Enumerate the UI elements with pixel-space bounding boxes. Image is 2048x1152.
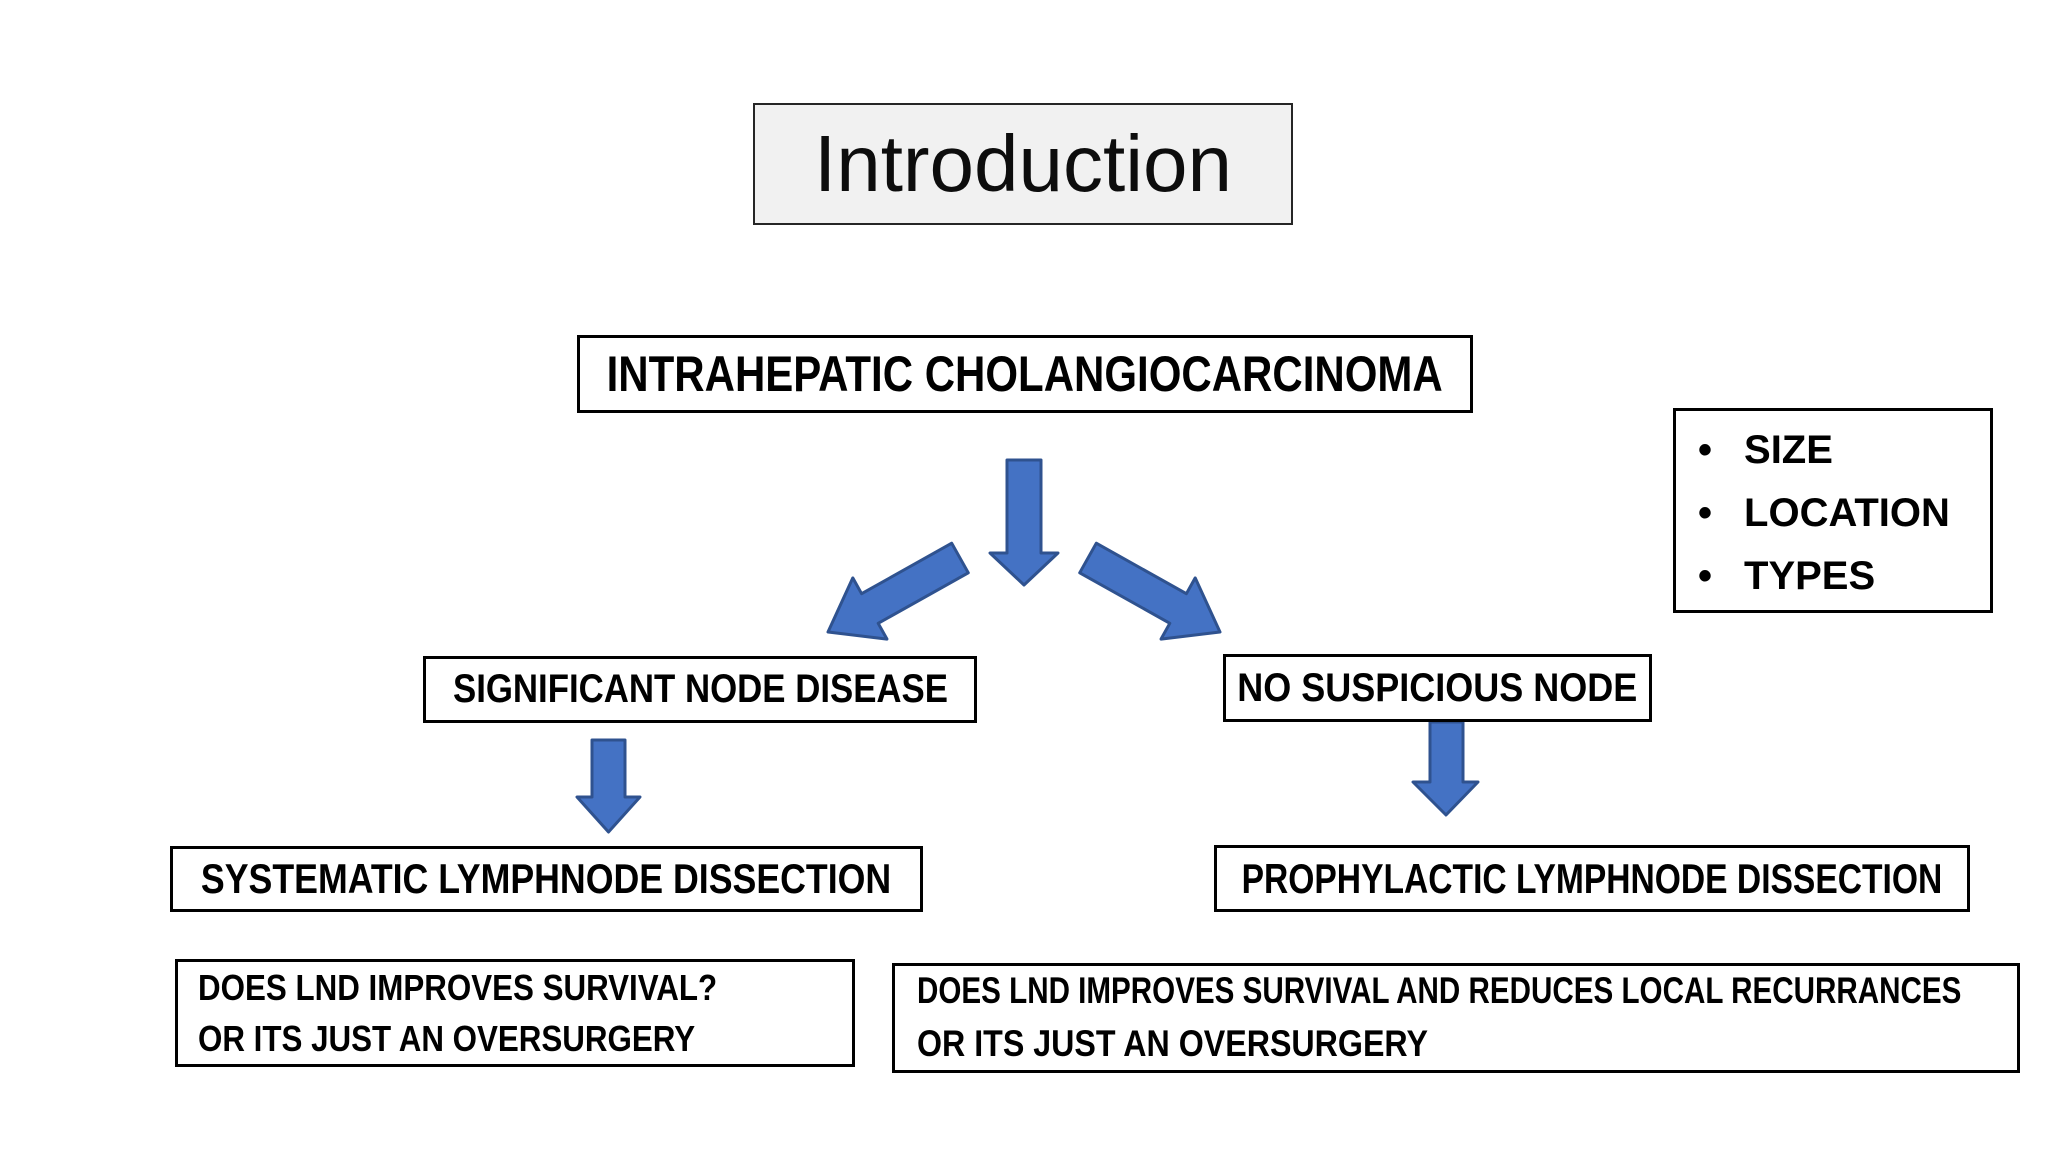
node-label: SYSTEMATIC LYMPHNODE DISSECTION xyxy=(201,855,892,902)
arrow-down-center-icon xyxy=(988,458,1060,587)
arrow-down-right-icon xyxy=(1078,541,1222,641)
node-label: SIGNIFICANT NODE DISEASE xyxy=(452,667,948,711)
factor-label: LOCATION xyxy=(1744,491,1950,535)
node-label: PROPHYLACTIC LYMPHNODE DISSECTION xyxy=(1241,854,1943,902)
slide-title: Introduction xyxy=(813,119,1233,208)
node-prophylactic-lymphnode-dissection: PROPHYLACTIC LYMPHNODE DISSECTION xyxy=(1214,845,1970,912)
factor-label: SIZE xyxy=(1744,428,1833,472)
factor-item-types: TYPES xyxy=(1698,545,1990,608)
node-label: INTRAHEPATIC CHOLANGIOCARCINOMA xyxy=(606,346,1444,402)
slide-title-box: Introduction xyxy=(753,103,1293,225)
factors-list: SIZE LOCATION TYPES xyxy=(1676,419,1990,608)
node-label: NO SUSPICIOUS NODE xyxy=(1237,665,1638,710)
question-box-left: DOES LND IMPROVES SURVIVAL? OR ITS JUST … xyxy=(175,959,855,1067)
node-significant-node-disease: SIGNIFICANT NODE DISEASE xyxy=(423,656,977,723)
question-line: OR ITS JUST AN OVERSURGERY xyxy=(917,1023,1428,1064)
arrow-down-small-left-icon xyxy=(575,738,642,834)
question-box-right: DOES LND IMPROVES SURVIVAL AND REDUCES L… xyxy=(892,963,2020,1073)
node-no-suspicious-node: NO SUSPICIOUS NODE xyxy=(1223,654,1652,722)
node-systematic-lymphnode-dissection: SYSTEMATIC LYMPHNODE DISSECTION xyxy=(170,846,923,912)
question-line: DOES LND IMPROVES SURVIVAL? xyxy=(198,966,718,1008)
node-intrahepatic-cholangiocarcinoma: INTRAHEPATIC CHOLANGIOCARCINOMA xyxy=(577,335,1473,413)
question-line: OR ITS JUST AN OVERSURGERY xyxy=(198,1018,696,1059)
factor-label: TYPES xyxy=(1744,554,1876,598)
factors-list-box: SIZE LOCATION TYPES xyxy=(1673,408,1993,613)
arrow-down-left-icon xyxy=(826,541,970,641)
factor-item-location: LOCATION xyxy=(1698,482,1990,545)
factor-item-size: SIZE xyxy=(1698,419,1990,482)
question-line: DOES LND IMPROVES SURVIVAL AND REDUCES L… xyxy=(917,970,1962,1012)
arrow-down-small-right-icon xyxy=(1411,720,1480,817)
